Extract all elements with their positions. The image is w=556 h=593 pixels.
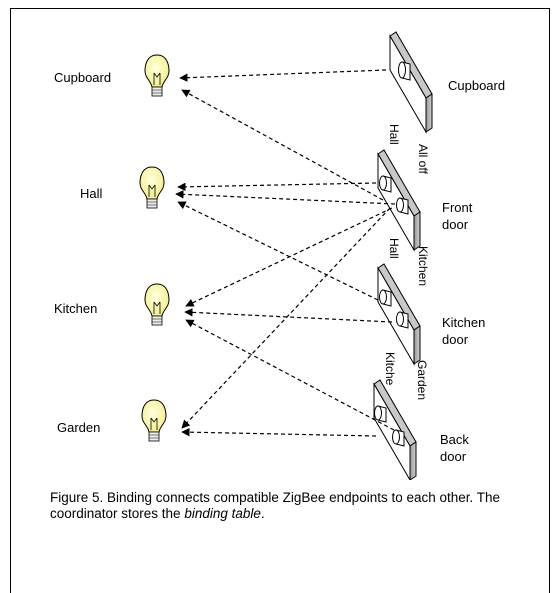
bulb-kitchen-icon: [144, 283, 170, 326]
caption-emphasis: binding table: [184, 506, 261, 521]
figure-caption: Figure 5. Binding connects compatible Zi…: [50, 490, 530, 522]
switch-label-kitchen-line2: door: [442, 332, 469, 347]
binding-diagram: Cupboard Hall Kitchen Garden: [54, 31, 505, 480]
switch-back-door: [373, 379, 417, 480]
switch-label-kitchen-line1: Kitchen: [442, 315, 485, 330]
switch-front-button-2-icon: [396, 197, 409, 215]
switch-label-back-line1: Back: [440, 432, 469, 447]
back-button-2-label: Garden: [415, 360, 429, 400]
light-label-cupboard: Cupboard: [54, 70, 111, 85]
switch-front-button-1-icon: [379, 175, 392, 193]
front-button-1-label: Hall: [387, 124, 401, 145]
switch-label-cupboard: Cupboard: [448, 78, 505, 93]
binding-arrow-kitchen-to-kitchen: [184, 308, 393, 323]
front-button-2-label: All off: [416, 144, 430, 174]
bulb-garden-icon: [141, 399, 167, 442]
switch-back-button-2-icon: [392, 429, 405, 447]
switch-kitchen-button-1-icon: [379, 289, 392, 307]
switch-kitchen-button-2-icon: [396, 311, 409, 329]
switch-label-front-line2: door: [442, 217, 469, 232]
kitchen-button-2-label: Kitchen: [416, 246, 430, 286]
light-label-hall: Hall: [80, 186, 103, 201]
figure-frame: [10, 8, 550, 593]
bulb-cupboard-icon: [144, 54, 170, 97]
binding-arrow-cupboard-to-cupboard: [179, 69, 387, 82]
switch-cupboard: [389, 31, 433, 134]
switch-label-front-line1: Front: [442, 200, 473, 215]
switch-label-back-line2: door: [440, 449, 467, 464]
switch-kitchen-door: [377, 263, 421, 366]
switch-front-door: [377, 149, 421, 252]
light-label-kitchen: Kitchen: [54, 301, 97, 316]
binding-arrow-back-to-kitchen: [185, 319, 395, 431]
binding-arrow-front-to-hall-2: [175, 190, 396, 205]
switch-back-button-1-icon: [374, 405, 387, 423]
light-label-garden: Garden: [57, 420, 100, 435]
binding-arrow-front-to-hall-1: [177, 182, 377, 192]
binding-arrow-front-to-cupboard: [181, 89, 384, 201]
caption-end: .: [260, 506, 265, 521]
kitchen-button-1-label: Hall: [387, 238, 401, 259]
caption-text: Figure 5. Binding connects compatible Zi…: [50, 490, 501, 521]
back-button-1-label: Kitche: [383, 352, 397, 386]
binding-arrow-front-to-garden: [181, 207, 391, 429]
bulb-hall-icon: [139, 166, 165, 209]
switch-cupboard-button-icon: [398, 61, 411, 81]
binding-arrow-kitchen-to-hall: [177, 201, 379, 301]
binding-arrow-back-to-garden: [181, 427, 377, 437]
